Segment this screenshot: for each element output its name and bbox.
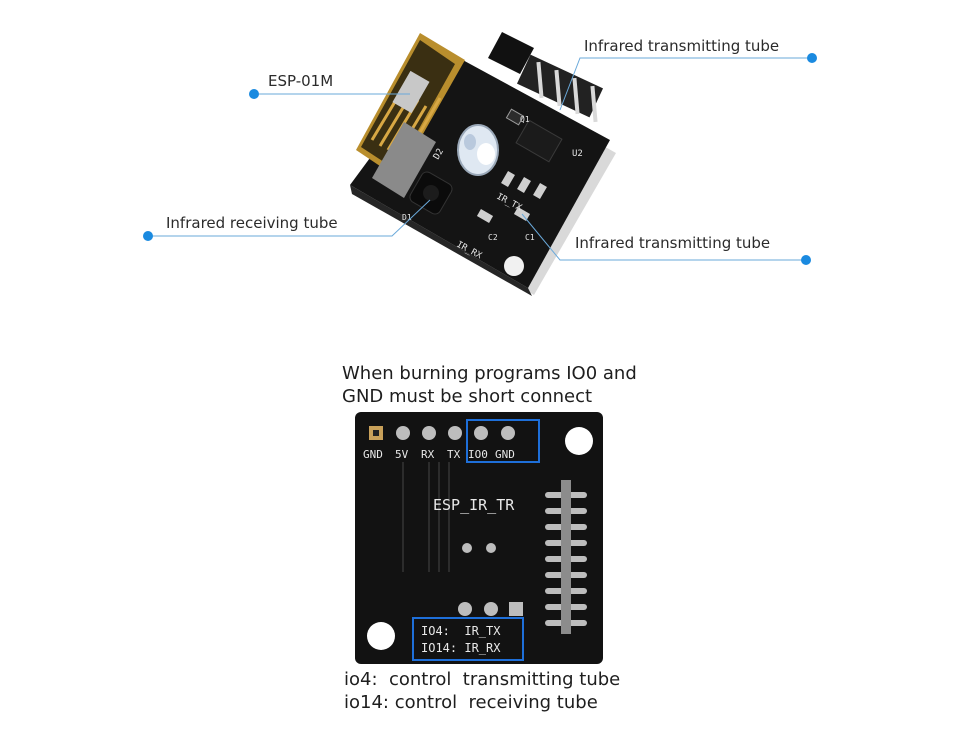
- hole-bottom-left: [367, 622, 395, 650]
- pin-label-tx: TX: [447, 448, 461, 461]
- io-note-line1: io4: control transmitting tube: [344, 669, 621, 690]
- io0-gnd-highlight: [466, 419, 540, 463]
- silk-d2: D2: [432, 147, 446, 161]
- pin-label-5v: 5V: [395, 448, 409, 461]
- silk-c2: C2: [488, 233, 498, 242]
- callout-ir-rx-label: Infrared receiving tube: [166, 214, 338, 232]
- silk-q1: Q1: [520, 115, 530, 124]
- silk-c1: C1: [525, 233, 535, 242]
- pin-label-io0: IO0: [468, 448, 488, 461]
- hole-top-right: [565, 427, 593, 455]
- pin-map-line1: IO4: IR_TX: [421, 624, 501, 638]
- burn-note: When burning programs IO0 and GND must b…: [342, 362, 637, 408]
- pad-gnd2: [501, 426, 515, 440]
- pad-rx: [422, 426, 436, 440]
- pad-io0: [474, 426, 488, 440]
- pin-map-highlight: [412, 617, 524, 661]
- jumper-cap: [488, 32, 534, 74]
- callout-ir-tx-top-label: Infrared transmitting tube: [584, 37, 780, 55]
- callout-dot-tx-right: [801, 255, 811, 265]
- pin-map-line2: IO14: IR_RX: [421, 641, 501, 655]
- silk-u2: U2: [572, 149, 583, 159]
- callout-esp-label: ESP-01M: [268, 72, 334, 90]
- callout-dot-tx-top: [807, 53, 817, 63]
- board-title: ESP_IR_TR: [433, 496, 515, 514]
- burn-note-line1: When burning programs IO0 and: [342, 363, 637, 384]
- callout-lines: [148, 57, 812, 261]
- burn-note-line2: GND must be short connect: [342, 386, 593, 407]
- board-back-photo: GND 5V RX TX IO0 GND ESP_IR_TR IO4: IR_T…: [355, 412, 603, 664]
- io-note: io4: control transmitting tube io14: con…: [344, 668, 620, 714]
- module-photo: D2 Q1 U2 IR_TX IR_RX C2 C1 D1: [143, 32, 817, 296]
- mounting-hole: [504, 256, 524, 276]
- io-note-line2: io14: control receiving tube: [344, 692, 598, 713]
- pcb-back: [355, 412, 603, 664]
- pad-tx: [448, 426, 462, 440]
- callout-dot-esp: [249, 89, 259, 99]
- top-figure: D2 Q1 U2 IR_TX IR_RX C2 C1 D1 ESP-01M In…: [0, 0, 960, 310]
- callout-ir-tx-right-label: Infrared transmitting tube: [575, 234, 771, 252]
- pin-label-rx: RX: [421, 448, 435, 461]
- pin-label-gnd2: GND: [495, 448, 515, 461]
- pad-5v: [396, 426, 410, 440]
- silk-d1: D1: [402, 213, 412, 222]
- callout-dot-rx: [143, 231, 153, 241]
- pin-label-gnd: GND: [363, 448, 383, 461]
